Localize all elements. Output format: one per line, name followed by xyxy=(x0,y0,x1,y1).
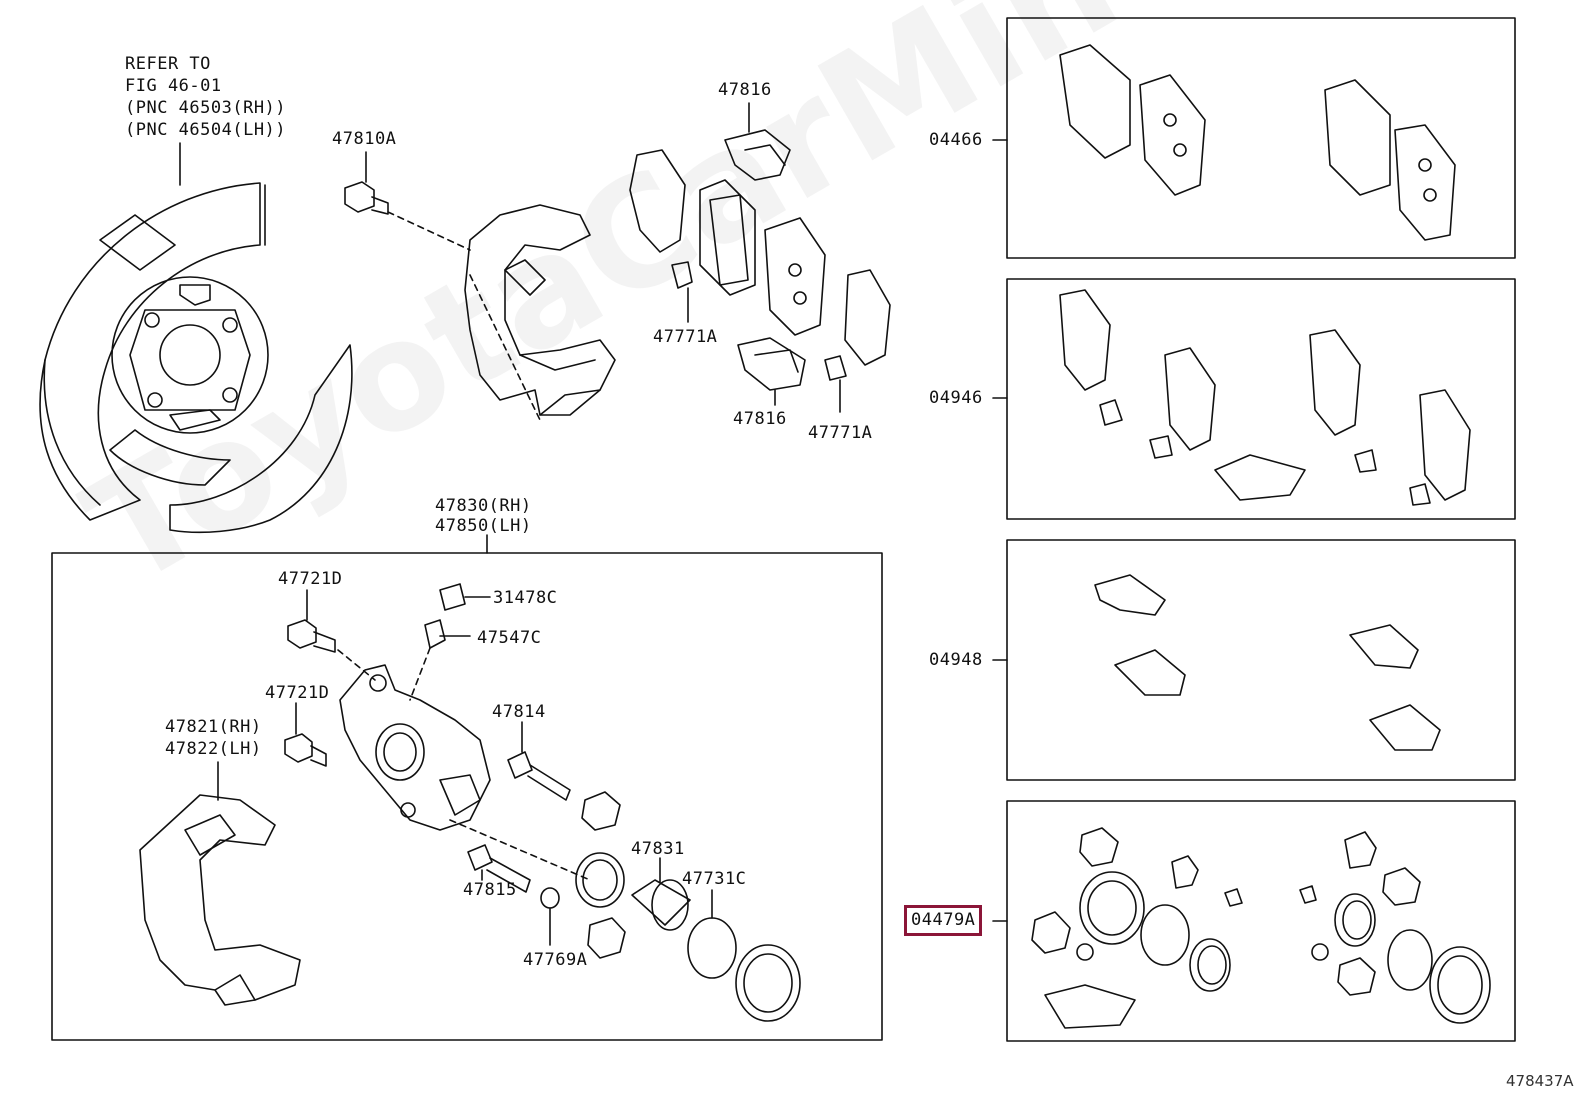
bleeder-cap xyxy=(439,583,491,611)
refer-note-line-4: (PNC 46504(LH)) xyxy=(125,120,287,140)
kit-box-04466 xyxy=(1006,17,1516,259)
piston-seal xyxy=(687,889,737,979)
part-label-47816-bottom[interactable]: 47816 xyxy=(733,409,787,429)
backing-plate xyxy=(39,182,353,534)
anti-squeal-shim-top xyxy=(724,129,791,181)
part-label-47721D-2[interactable]: 47721D xyxy=(265,683,330,703)
bleeder-plug xyxy=(424,619,471,649)
disc-pad-set xyxy=(629,149,891,366)
part-label-04948[interactable]: 04948 xyxy=(929,650,983,670)
part-label-47850-lh[interactable]: 47850(LH) xyxy=(435,516,532,536)
pad-clip-2 xyxy=(824,355,847,413)
kit-box-04479A xyxy=(1006,800,1516,1042)
caliper-cylinder xyxy=(339,664,491,831)
kit-04466-pads xyxy=(1059,44,1456,241)
caliper-mount-bracket-lower xyxy=(139,761,301,1006)
pin-boot-lower xyxy=(587,917,626,959)
kit-04948-clips xyxy=(1094,574,1441,751)
cylinder-boot-large xyxy=(735,944,801,1022)
refer-note-line-1: REFER TO xyxy=(125,54,211,74)
part-label-04479A-selected[interactable]: 04479A xyxy=(904,905,983,936)
cylinder-boot xyxy=(575,852,625,908)
part-label-47822-lh[interactable]: 47822(LH) xyxy=(165,739,262,759)
part-label-47831[interactable]: 47831 xyxy=(631,839,685,859)
kit-box-04948 xyxy=(1006,539,1516,781)
refer-note-line-3: (PNC 46503(RH)) xyxy=(125,98,287,118)
piston-47831 xyxy=(631,857,691,931)
kit-04946-shims xyxy=(1059,289,1471,506)
kit-04479A-seals xyxy=(1031,827,1491,1029)
part-label-47830-rh[interactable]: 47830(RH) xyxy=(435,496,532,516)
part-label-31478C[interactable]: 31478C xyxy=(493,588,558,608)
guide-pin-47814 xyxy=(507,721,571,801)
caliper-assy-frame xyxy=(51,552,883,1041)
anti-squeal-shim-bottom xyxy=(737,337,806,406)
part-label-47547C[interactable]: 47547C xyxy=(477,628,542,648)
part-label-47771A-1[interactable]: 47771A xyxy=(653,327,718,347)
part-label-47769A[interactable]: 47769A xyxy=(523,950,588,970)
part-label-47771A-2[interactable]: 47771A xyxy=(808,423,873,443)
bolt-47721D-upper xyxy=(287,589,336,653)
pad-clip-1 xyxy=(671,261,693,323)
guide-pin-47815 xyxy=(467,844,531,893)
bolt-47810A xyxy=(344,151,389,215)
figure-number: 478437A xyxy=(1506,1072,1574,1090)
part-label-47810A[interactable]: 47810A xyxy=(332,129,397,149)
part-label-47816-top[interactable]: 47816 xyxy=(718,80,772,100)
part-label-47814[interactable]: 47814 xyxy=(492,702,546,722)
refer-note-line-2: FIG 46-01 xyxy=(125,76,222,96)
part-label-04466[interactable]: 04466 xyxy=(929,130,983,150)
kit-box-04946 xyxy=(1006,278,1516,520)
part-label-47821-rh[interactable]: 47821(RH) xyxy=(165,717,262,737)
part-label-47721D-1[interactable]: 47721D xyxy=(278,569,343,589)
pin-boot-upper xyxy=(581,791,621,831)
bolt-47721D-lower xyxy=(284,702,327,767)
part-label-47731C[interactable]: 47731C xyxy=(682,869,747,889)
part-label-04946[interactable]: 04946 xyxy=(929,388,983,408)
pin-bushing xyxy=(540,887,560,946)
part-label-47815[interactable]: 47815 xyxy=(463,880,517,900)
caliper-mount-bracket xyxy=(464,204,616,416)
